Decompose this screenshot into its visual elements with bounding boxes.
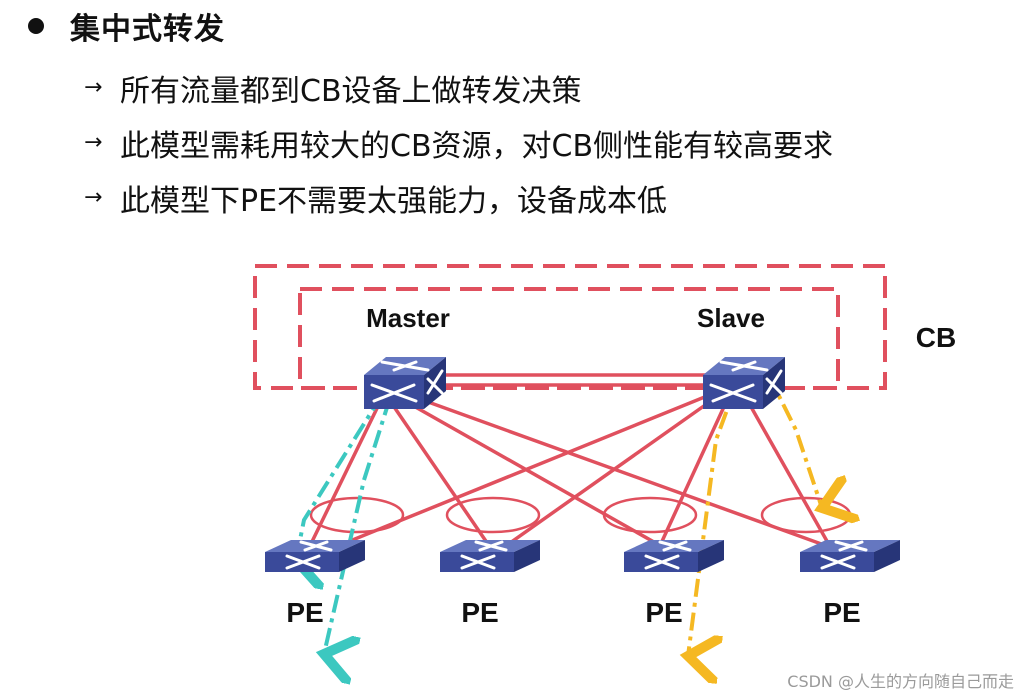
master-switch-icon [362,355,448,411]
master-label: Master [366,303,450,333]
traffic-flow-master [324,397,392,654]
link-slave-pe4 [744,397,834,551]
bullet-text: 所有流量都到CB设备上做转发决策 [120,73,582,109]
cb-inner-box [298,287,840,390]
cb-label: CB [916,322,956,353]
link-slave-pe3 [656,397,730,551]
traffic-flow-master [296,393,384,560]
pe-switch-icon [438,538,542,574]
slave-label: Slave [697,303,765,333]
pe-label: PE [461,597,498,628]
traffic-flow-slave [688,379,740,656]
pe-label: PE [645,597,682,628]
watermark: CSDN @人生的方向随自己而走 [787,672,1014,691]
pe-switch-icon [622,538,726,574]
page-title: 集中式转发 [70,12,225,47]
pe-switch-icon [798,538,902,574]
pe-switch-icon [263,538,367,574]
bullet-text: 此模型需耗用较大的CB资源，对CB侧性能有较高要求 [120,128,834,164]
arrow-icon: → [84,185,103,210]
traffic-flow-slave [766,373,822,508]
link-master-pe2 [386,397,494,551]
pe-label: PE [823,597,860,628]
arrow-icon: → [84,130,103,155]
link-master-pe3 [395,394,669,552]
link-bundle-ellipse [445,496,541,534]
link-master-pe1 [304,397,384,555]
slave-switch-icon [701,355,787,411]
cb-outer-box [253,264,887,390]
bullet-item: → 所有流量都到CB设备上做转发决策 [84,60,833,115]
link-slave-pe1 [317,392,713,556]
pe-label: PE [286,597,323,628]
bullet-dot [28,18,44,34]
link-slave-pe2 [498,394,720,552]
bullet-item: → 此模型需耗用较大的CB资源，对CB侧性能有较高要求 [84,115,833,170]
link-bundle-ellipse [309,496,405,534]
link-master-pe4 [405,392,839,552]
title-row: 集中式转发 [26,6,225,47]
link-bundle-ellipse [602,496,698,534]
arrow-icon: → [84,75,103,100]
bullet-text: 此模型下PE不需要太强能力，设备成本低 [120,183,668,219]
bullet-list: → 所有流量都到CB设备上做转发决策 → 此模型需耗用较大的CB资源，对CB侧性… [84,60,833,225]
bullet-item: → 此模型下PE不需要太强能力，设备成本低 [84,170,833,225]
